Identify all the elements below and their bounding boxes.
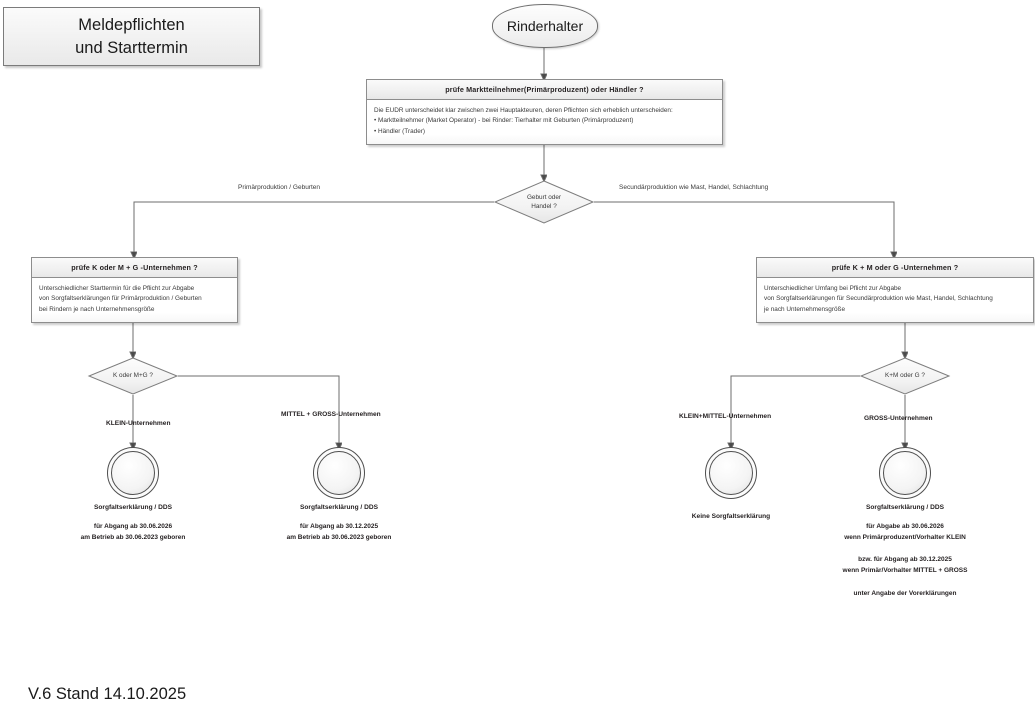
outcome-detail: unter Angabe der Vorerklärungen (853, 589, 957, 597)
start-node-rinderhalter[interactable]: Rinderhalter (492, 4, 598, 48)
branch-label-primaerproduktion: Primärproduktion / Geburten (238, 184, 321, 191)
outcome-title: Sorgfaltserklärung / DDS (865, 504, 945, 511)
process-box-km-oder-g[interactable]: prüfe K + M oder G -Unternehmen ? Unters… (756, 257, 1034, 324)
process-box-km-oder-g-body: Unterschiedlicher Umfang bei Pflicht zur… (757, 278, 1033, 323)
outcome-detail: am Betrieb ab 30.06.2023 geboren (80, 533, 186, 541)
footer-version: V.6 Stand 14.10.2025 (28, 685, 187, 703)
process-box-marktteilnehmer[interactable]: prüfe Marktteilnehmer(Primärproduzent) o… (366, 79, 723, 146)
process-box-marktteilnehmer-body: Die EUDR unterscheidet klar zwischen zwe… (367, 100, 722, 145)
process-body-line: Die EUDR unterscheidet klar zwischen zwe… (374, 107, 673, 114)
outcome-detail: am Betrieb ab 30.06.2023 geboren (286, 533, 392, 541)
process-body-line: • Marktteilnehmer (Market Operator) - be… (374, 117, 634, 125)
decision-geburt-oder-handel[interactable]: Geburt oder Handel ? (493, 180, 595, 224)
end-node-gross-secundaer-caption: Sorgfaltserklärung / DDS für Abgabe ab 3… (815, 504, 995, 600)
outcome-detail: für Abgang ab 30.12.2025 (299, 523, 379, 530)
process-box-k-oder-mg-body: Unterschiedlicher Starttermin für die Pf… (32, 278, 237, 323)
outcome-detail: für Abgabe ab 30.06.2026 (866, 523, 944, 530)
process-body-line: je nach Unternehmensgröße (764, 305, 845, 313)
process-body-line: von Sorgfaltserklärungen für Primärprodu… (39, 295, 202, 303)
diagram-title-line1: Meldepflichten (78, 16, 185, 35)
branch-label-mittel-gross-unternehmen: MITTEL + GROSS-Unternehmen (281, 411, 381, 418)
process-body-line: Unterschiedlicher Starttermin für die Pf… (39, 285, 195, 292)
decision-k-oder-mg[interactable]: K oder M+G ? (87, 357, 179, 395)
end-node-klein-primaer[interactable] (106, 446, 160, 500)
end-node-gross-secundaer[interactable] (878, 446, 932, 500)
branch-label-secundaerproduktion: Secundärproduktion wie Mast, Handel, Sch… (619, 184, 769, 191)
outcome-detail: bzw. für Abgang ab 30.12.2025 (858, 556, 952, 564)
process-box-k-oder-mg-header: prüfe K oder M + G -Unternehmen ? (32, 258, 237, 278)
branch-label-klein-unternehmen: KLEIN-Unternehmen (106, 420, 171, 427)
end-node-klein-mittel-secundaer-caption: Keine Sorgfaltserklärung (651, 513, 811, 520)
process-body-line: bei Rindern je nach Unternehmensgröße (39, 305, 155, 313)
outcome-detail: wenn Primär/Vorhalter MITTEL + GROSS (842, 567, 968, 575)
outcome-title: Keine Sorgfaltserklärung (691, 513, 771, 520)
end-node-mittel-gross-primaer-caption: Sorgfaltserklärung / DDS für Abgang ab 3… (259, 504, 419, 543)
outcome-detail: für Abgang ab 30.06.2026 (93, 523, 173, 530)
outcome-title: Sorgfaltserklärung / DDS (299, 504, 379, 511)
process-box-k-oder-mg[interactable]: prüfe K oder M + G -Unternehmen ? Unters… (31, 257, 238, 324)
process-body-line: Unterschiedlicher Umfang bei Pflicht zur… (764, 285, 902, 292)
end-node-klein-primaer-caption: Sorgfaltserklärung / DDS für Abgang ab 3… (53, 504, 213, 543)
process-body-line: von Sorgfaltserklärungen für Secundärpro… (764, 295, 993, 303)
branch-label-klein-mittel-unternehmen: KLEIN+MITTEL-Unternehmen (679, 413, 772, 420)
end-node-mittel-gross-primaer[interactable] (312, 446, 366, 500)
diagram-title-box: Meldepflichten und Starttermin (3, 7, 260, 66)
branch-label-gross-unternehmen: GROSS-Unternehmen (864, 415, 933, 422)
outcome-title: Sorgfaltserklärung / DDS (93, 504, 173, 511)
process-body-line: • Händler (Trader) (374, 127, 426, 135)
process-box-km-oder-g-header: prüfe K + M oder G -Unternehmen ? (757, 258, 1033, 278)
start-node-label: Rinderhalter (506, 18, 584, 34)
end-node-klein-mittel-secundaer[interactable] (704, 446, 758, 500)
decision-km-oder-g[interactable]: K+M oder G ? (859, 357, 951, 395)
process-box-marktteilnehmer-header: prüfe Marktteilnehmer(Primärproduzent) o… (367, 80, 722, 100)
diagram-title-line2: und Starttermin (75, 38, 188, 57)
outcome-detail: wenn Primärproduzent/Vorhalter KLEIN (844, 533, 966, 541)
